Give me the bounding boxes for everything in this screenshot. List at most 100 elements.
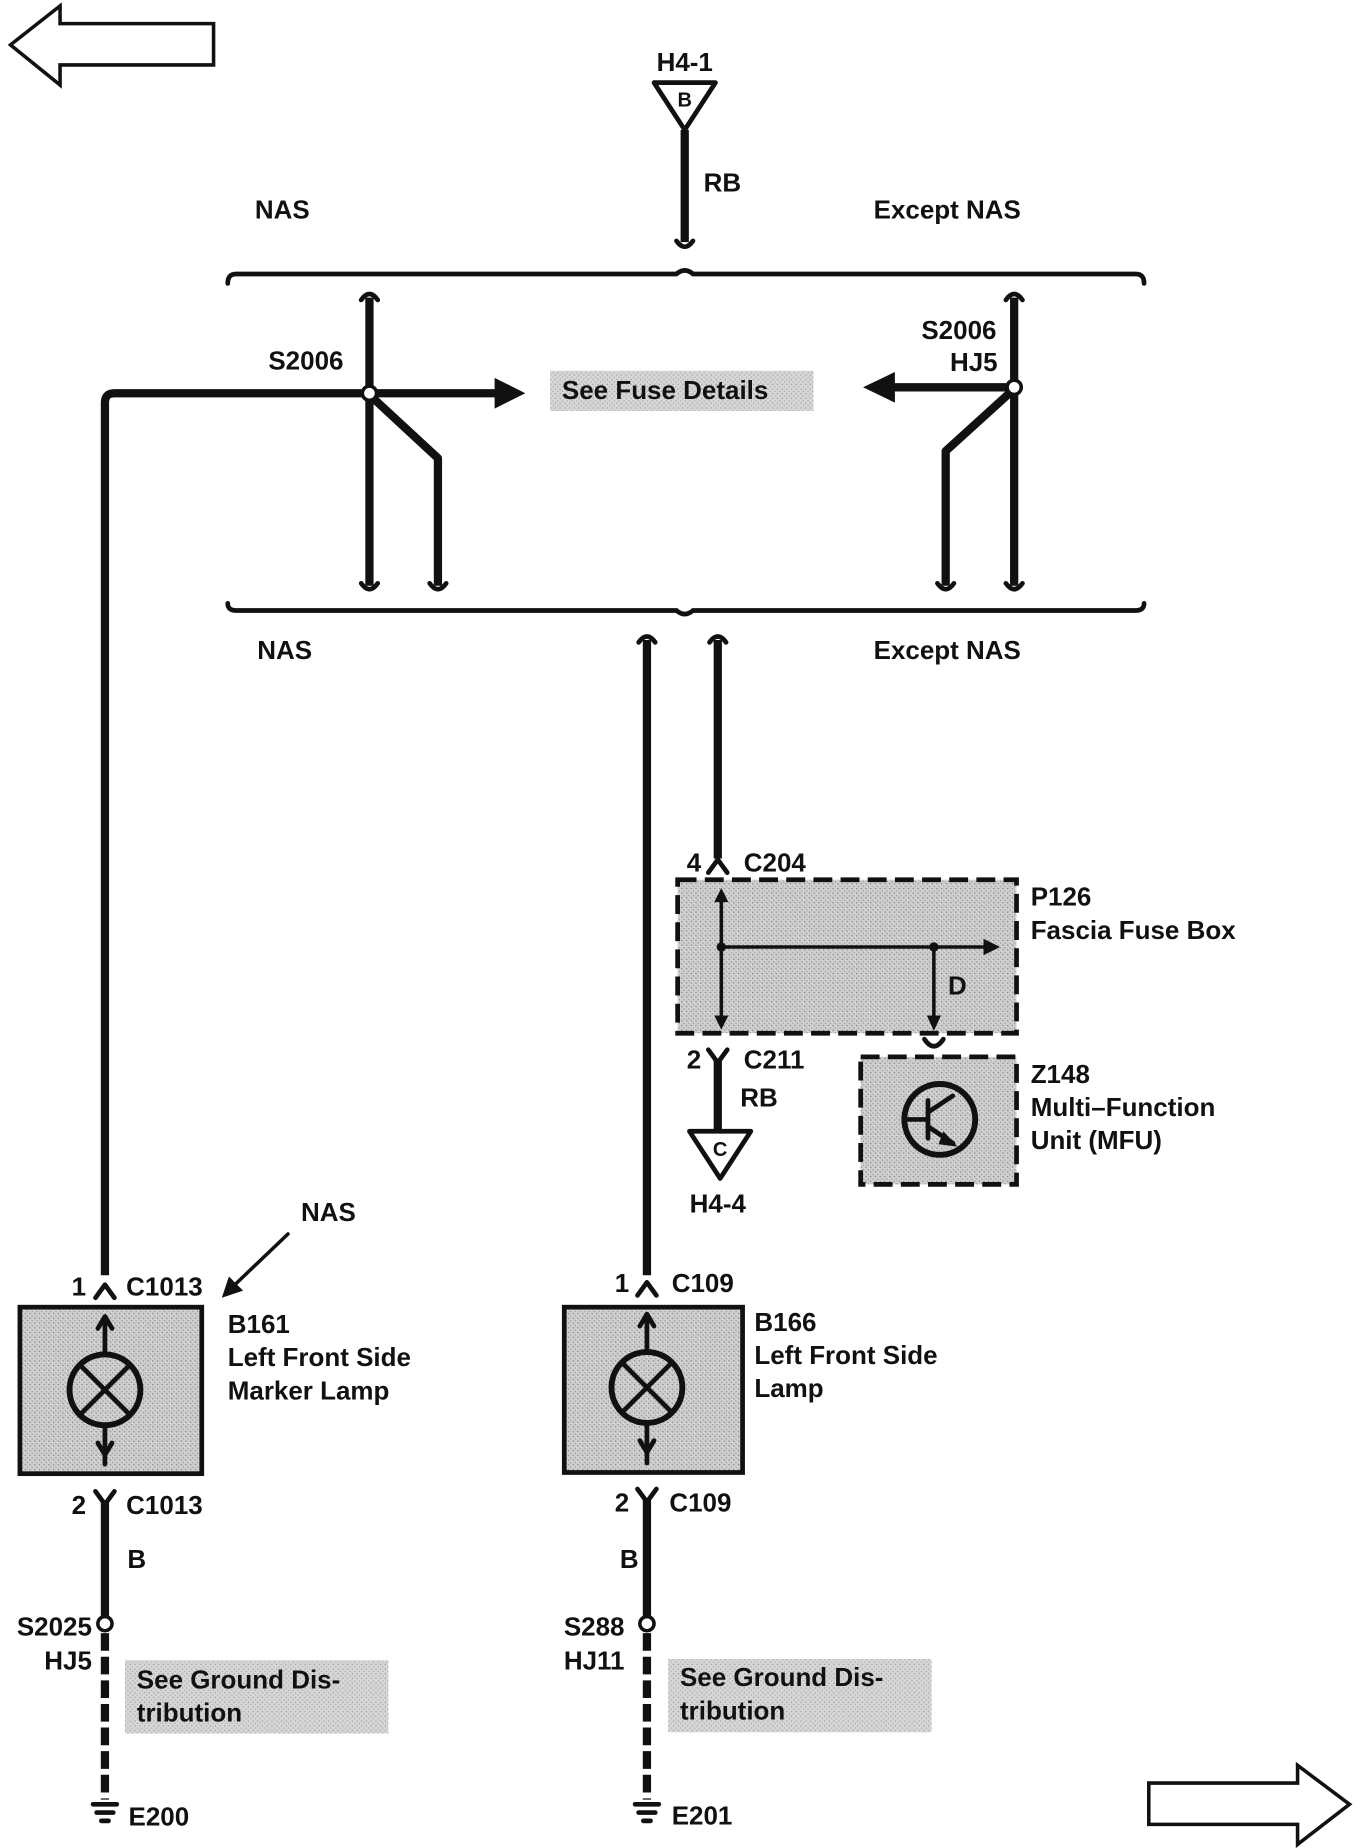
right-lamp-wire-color: B (620, 1544, 639, 1574)
see-fuse-details-text[interactable]: See Fuse Details (562, 375, 768, 405)
right-lamp-ground-label: E201 (672, 1800, 733, 1830)
transistor-collector (925, 1093, 956, 1115)
left-see-ground-distribution-line2[interactable]: tribution (137, 1698, 242, 1728)
fuse-box-connector-in (705, 857, 730, 875)
right-lamp-name-line2: Lamp (754, 1373, 823, 1403)
left-lamp-pin-top: 1 (72, 1271, 86, 1301)
fuse-bottom-left-label: NAS (257, 635, 312, 665)
feed-top-label: H4-1 (657, 47, 713, 77)
right-lamp-connector-top (635, 1280, 659, 1298)
fuse-box-pin-out: 2 (687, 1045, 701, 1075)
left-lamp-callout-line (233, 1232, 290, 1287)
transistor-icon (901, 1081, 979, 1158)
left-splice-label: S2006 (268, 346, 343, 376)
right-branch-bottom-break (935, 580, 957, 592)
forward-arrow-icon[interactable] (1147, 1761, 1353, 1848)
left-see-ground-distribution-line1[interactable]: See Ground Dis- (137, 1665, 340, 1695)
fuse-box-output-label: D (948, 970, 967, 1000)
see-fuse-details-box[interactable] (550, 370, 814, 411)
right-lamp-harness-label: HJ11 (564, 1646, 625, 1676)
fuse-box-internal-arrow-down (714, 1015, 729, 1030)
fuse-box-id: P126 (1031, 882, 1092, 912)
fuse-box-name: Fascia Fuse Box (1031, 915, 1237, 945)
left-lamp-splice-label: S2025 (17, 1611, 92, 1641)
fuse-box-node-right (929, 942, 939, 952)
right-see-ground-distribution-line1[interactable]: See Ground Dis- (680, 1662, 883, 1692)
back-arrow-icon[interactable] (7, 2, 216, 89)
right-splice-top-break (1003, 291, 1025, 303)
ground-icon (632, 1801, 662, 1824)
marker-lamp-feed-wire (100, 389, 363, 1276)
mfu-box (858, 1054, 1019, 1187)
left-lamp-harness-label: HJ5 (44, 1646, 92, 1676)
h4-4-label: H4-4 (690, 1189, 747, 1219)
left-lamp-pin-bottom: 2 (72, 1490, 86, 1520)
feed-top-wire-break (674, 238, 696, 250)
fuse-box-node-left (716, 942, 727, 952)
left-lamp-ground-label: E200 (129, 1802, 190, 1832)
right-see-ground-distribution-box[interactable] (668, 1659, 932, 1733)
right-see-ground-distribution-line2[interactable]: tribution (680, 1695, 785, 1725)
right-lamp-connector-bottom-label: C109 (669, 1487, 731, 1517)
right-lamp-splice-label: S288 (564, 1611, 625, 1641)
right-splice-dot (1005, 378, 1024, 397)
right-lamp-bulb-cross-b (619, 1360, 675, 1415)
right-splice-label: S2006 (921, 315, 996, 345)
fuse-box-output-wire-color: RB (740, 1082, 778, 1112)
right-lamp-id: B166 (754, 1307, 816, 1337)
left-splice-branch-wire (371, 396, 443, 586)
left-lamp-id: B161 (228, 1309, 290, 1339)
left-lamp-name-line2: Marker Lamp (228, 1375, 390, 1405)
right-lamp-inner-bottom-chevron (637, 1438, 657, 1455)
left-lamp-name-line1: Left Front Side (228, 1342, 411, 1372)
left-see-ground-distribution-link[interactable]: See Ground Dis- tribution (125, 1660, 389, 1734)
left-lamp-bulb-cross-b (77, 1362, 133, 1417)
see-fuse-details-link[interactable]: See Fuse Details (550, 370, 814, 411)
fuse-top-right-label: Except NAS (874, 194, 1021, 224)
right-lamp-splice-dot (638, 1614, 656, 1633)
mfu-name-line2: Unit (MFU) (1031, 1125, 1162, 1155)
fuse-bottom-right-label: Except NAS (874, 635, 1021, 665)
fuse-box-pin-in: 4 (687, 847, 702, 877)
right-lamp-name-line1: Left Front Side (754, 1340, 937, 1370)
side-lamp-wire-top-break (636, 634, 658, 645)
fuse-top-bar (225, 268, 1147, 286)
right-fuse-arrowhead (863, 371, 895, 403)
left-splice-dot (360, 384, 379, 403)
right-see-ground-distribution-link[interactable]: See Ground Dis- tribution (668, 1659, 932, 1733)
feed-top-triangle (651, 80, 718, 133)
transistor-emitter-arrow (938, 1131, 958, 1147)
fuse-top-left-label: NAS (255, 194, 310, 224)
left-lamp-inner-bottom-chevron (95, 1440, 115, 1458)
left-lamp-wire-color: B (127, 1544, 146, 1574)
fuse-box-connector-out-label: C211 (744, 1045, 805, 1075)
mfu-id: Z148 (1031, 1059, 1090, 1089)
right-splice-branch-wire (941, 390, 1013, 586)
right-lamp-pin-bottom: 2 (615, 1487, 629, 1517)
transistor-circle (901, 1081, 979, 1158)
right-splice-harness: HJ5 (950, 347, 998, 377)
h4-4-triangle (687, 1128, 754, 1181)
feed-top-letter: B (677, 89, 692, 111)
mfu-name-line1: Multi–Function (1031, 1092, 1216, 1122)
left-lamp-connector-top (93, 1282, 117, 1301)
right-lamp-box (561, 1304, 745, 1475)
left-lamp-callout: NAS (301, 1197, 356, 1227)
feed-top-wire-color: RB (704, 167, 742, 197)
fuse-box-connector-in-label: C204 (744, 847, 807, 877)
h4-4-letter: C (713, 1139, 728, 1161)
left-see-ground-distribution-box[interactable] (125, 1660, 389, 1734)
fuse-box-wire-top-break (707, 634, 729, 645)
left-fuse-arrowhead (494, 377, 526, 409)
fascia-fuse-box (675, 877, 1019, 1036)
fuse-box-internal-arrow-up (714, 887, 729, 903)
ground-icon (90, 1801, 120, 1824)
right-lamp-connector-top-label: C109 (672, 1268, 734, 1298)
left-splice-bottom-break (358, 580, 381, 592)
right-splice-bottom-break (1003, 580, 1025, 592)
left-splice-top-break (358, 291, 381, 303)
fuse-box-internal-arrow-right (983, 938, 1001, 956)
right-lamp-pin-top: 1 (615, 1268, 629, 1298)
fuse-bottom-bar (225, 601, 1147, 617)
